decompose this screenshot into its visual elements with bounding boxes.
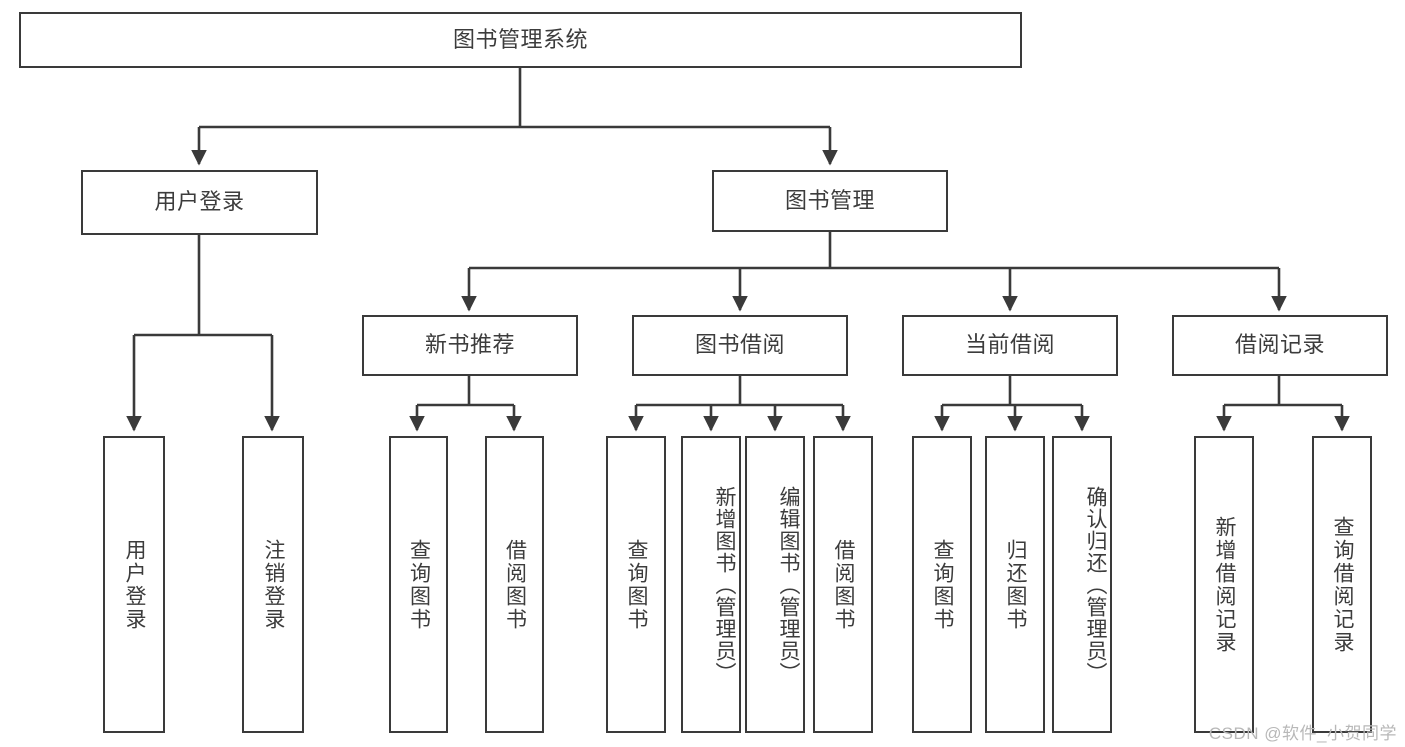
node-leaf-user-login-label: 用户登录 [123,538,146,631]
node-leaf-query-book-2-label: 查询图书 [625,538,648,631]
node-book-management-label: 图书管理 [784,187,875,213]
node-book-management[interactable]: 图书管理 [712,170,948,232]
node-leaf-add-book[interactable]: 新增图书（管理员） [681,436,741,733]
node-current-borrow[interactable]: 当前借阅 [902,315,1118,376]
node-leaf-query-book-3-label: 查询图书 [931,538,954,631]
node-leaf-borrow-book-1-label: 借阅图书 [503,538,527,631]
node-leaf-borrow-book-2-label: 借阅图书 [832,538,855,631]
node-leaf-user-logout-label: 注销登录 [262,538,285,631]
node-leaf-return-book-label: 归还图书 [1004,538,1027,631]
node-book-borrow-label: 图书借阅 [694,332,785,358]
node-leaf-confirm-return-label: 确认归还（管理员） [1084,485,1107,684]
node-leaf-query-record[interactable]: 查询借阅记录 [1312,436,1372,733]
node-leaf-edit-book-label: 编辑图书（管理员） [777,485,800,684]
node-new-book-recommend[interactable]: 新书推荐 [362,315,578,376]
node-leaf-add-record-label: 新增借阅记录 [1213,515,1236,654]
node-leaf-return-book[interactable]: 归还图书 [985,436,1045,733]
node-leaf-user-logout[interactable]: 注销登录 [242,436,304,733]
node-book-borrow[interactable]: 图书借阅 [632,315,848,376]
node-leaf-user-login[interactable]: 用户登录 [103,436,165,733]
node-root[interactable]: 图书管理系统 [19,12,1022,68]
node-current-borrow-label: 当前借阅 [964,332,1055,358]
node-leaf-borrow-book-1[interactable]: 借阅图书 [485,436,544,733]
node-leaf-query-record-label: 查询借阅记录 [1331,515,1354,654]
node-leaf-add-record[interactable]: 新增借阅记录 [1194,436,1254,733]
node-leaf-edit-book[interactable]: 编辑图书（管理员） [745,436,805,733]
node-leaf-borrow-book-2[interactable]: 借阅图书 [813,436,873,733]
node-leaf-confirm-return[interactable]: 确认归还（管理员） [1052,436,1112,733]
node-new-book-recommend-label: 新书推荐 [424,332,515,358]
watermark-text: CSDN @软件_小贺同学 [1208,724,1397,743]
node-leaf-query-book-3[interactable]: 查询图书 [912,436,972,733]
node-borrow-record-label: 借阅记录 [1234,332,1325,358]
node-leaf-add-book-label: 新增图书（管理员） [713,485,736,684]
node-leaf-query-book-1-label: 查询图书 [407,538,431,631]
node-leaf-query-book-2[interactable]: 查询图书 [606,436,666,733]
node-leaf-query-book-1[interactable]: 查询图书 [389,436,448,733]
node-borrow-record[interactable]: 借阅记录 [1172,315,1388,376]
node-user-login[interactable]: 用户登录 [81,170,318,235]
node-user-login-label: 用户登录 [154,189,245,215]
node-root-label: 图书管理系统 [452,26,588,52]
